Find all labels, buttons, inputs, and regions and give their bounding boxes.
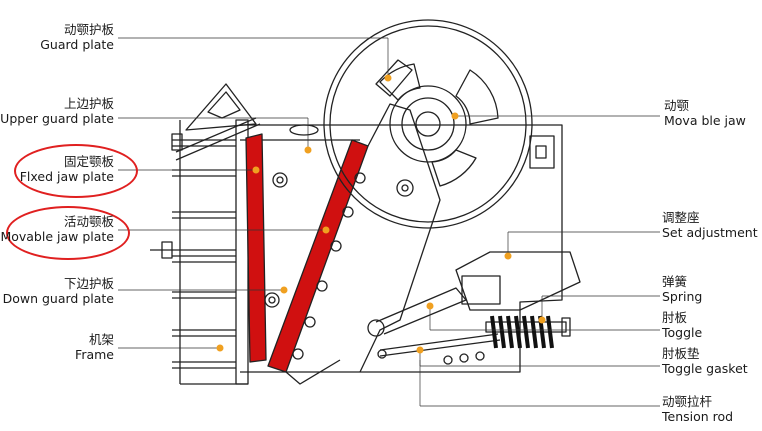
- movable-jaw-plate: [267, 139, 369, 373]
- label-movable-jaw-plate: 活动颚板 Movable jaw plate: [0, 214, 114, 244]
- spring: [485, 315, 567, 349]
- left-bolts: [150, 133, 236, 259]
- label-frame: 机架 Frame: [75, 332, 114, 362]
- fixed-jaw-highlight-ring: [14, 144, 138, 198]
- label-guard-plate: 动颚护板 Guard plate: [40, 22, 114, 52]
- flywheel-hub: [389, 85, 467, 163]
- tension-rod: [379, 339, 501, 357]
- toggle-plate: [375, 287, 467, 335]
- toggle-gasket-nuts: [443, 351, 485, 365]
- frame-ribs: [172, 139, 236, 369]
- movable-jaw-bolts: [292, 172, 366, 360]
- label-toggle: 肘板 Toggle: [662, 310, 703, 340]
- label-down-guard-plate: 下边护板 Down guard plate: [2, 276, 114, 306]
- callout-dots: [216, 74, 546, 354]
- movable-jaw-highlight-ring: [6, 206, 130, 260]
- label-movable-jaw: 动颚 Mova ble jaw: [664, 98, 746, 128]
- motor-box: [529, 135, 555, 169]
- label-tension-rod: 动颚拉杆 Tension rod: [662, 394, 734, 424]
- fixed-jaw-plate: [245, 133, 267, 363]
- leader-lines: [118, 37, 660, 407]
- label-fixed-jaw-plate: 固定颚板 Flxed jaw plate: [19, 154, 114, 184]
- label-spring: 弹簧 Spring: [662, 274, 703, 304]
- upper-gusset: [185, 83, 257, 131]
- set-adjustment-block: [455, 251, 581, 311]
- label-set-adjustment: 调整座 Set adjustment: [662, 210, 758, 240]
- upper-guard-plate: [175, 117, 257, 153]
- frame-outline: [240, 124, 563, 373]
- label-upper-guard-plate: 上边护板 Upper guard plate: [0, 96, 114, 126]
- guard-plate: [375, 59, 413, 97]
- label-toggle-gasket: 肘板垫 Toggle gasket: [662, 346, 748, 376]
- flywheel-rim: [323, 19, 533, 229]
